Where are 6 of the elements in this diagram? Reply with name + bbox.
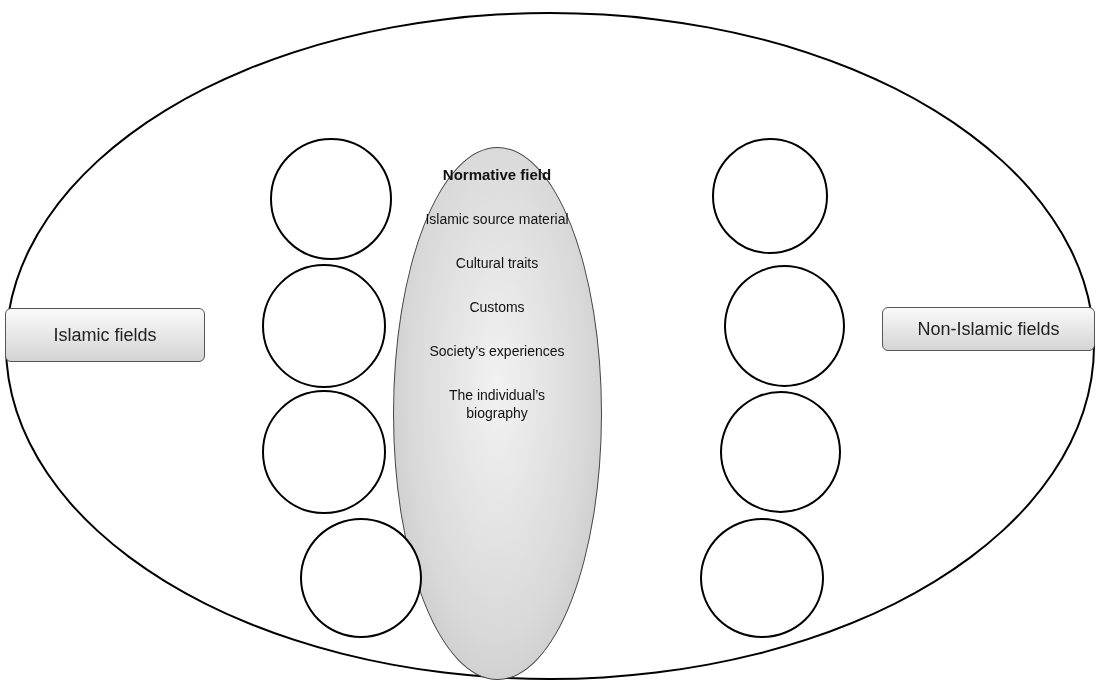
body-text: The individual’s biography	[447, 385, 547, 422]
body-text: Society’s experiences	[428, 341, 566, 360]
body-text: Customs	[468, 297, 526, 316]
body-text: Islamic source material	[424, 209, 570, 228]
heading-text: Normative field	[441, 165, 553, 184]
body-text: Cultural traits	[454, 253, 540, 272]
